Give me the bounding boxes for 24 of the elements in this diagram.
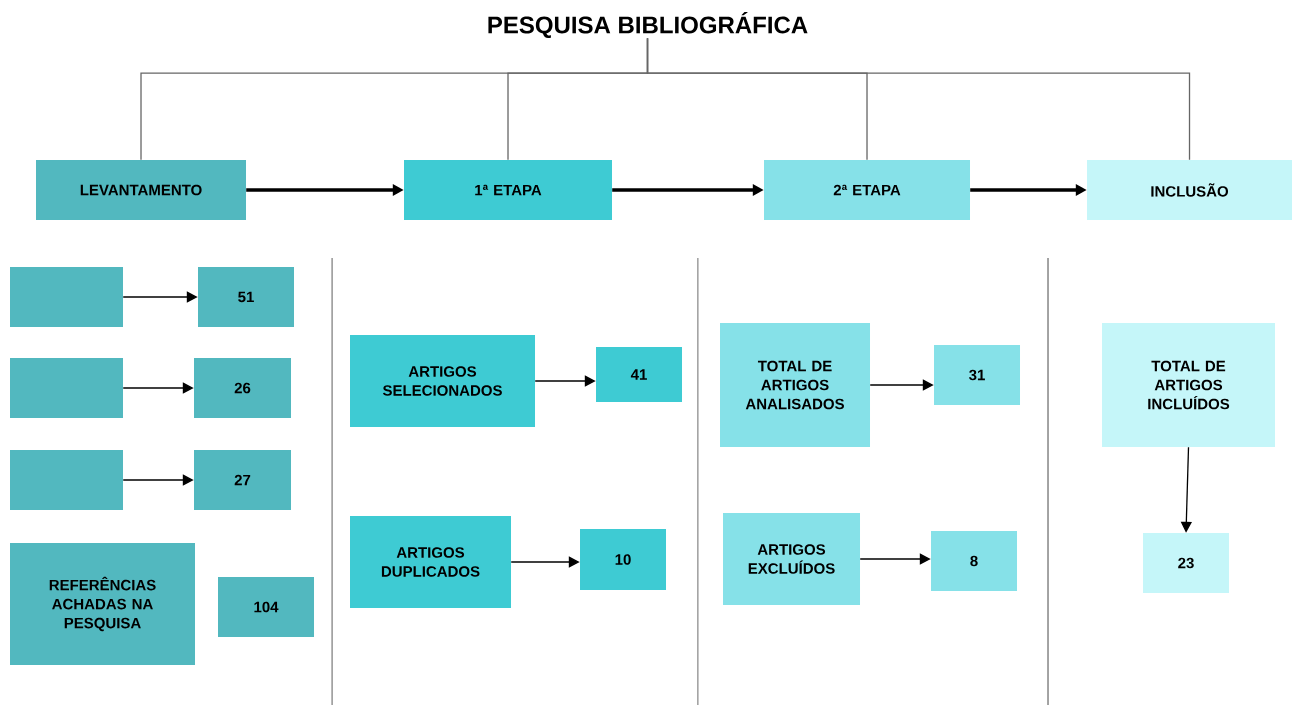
stage-box: LEVANTAMENTO	[36, 160, 246, 220]
source-box	[10, 450, 123, 510]
stage-box: 1ª ETAPA	[404, 160, 612, 220]
process-box: ARTIGOS DUPLICADOS	[350, 516, 511, 608]
process-box: ARTIGOS EXCLUÍDOS	[723, 513, 860, 605]
count-box: 23	[1143, 533, 1229, 593]
source-box	[10, 267, 123, 327]
stage-box: INCLUSÃO	[1087, 160, 1292, 220]
count-box: 26	[194, 358, 291, 418]
connector-line	[646, 37, 1191, 161]
stage-box: 2ª ETAPA	[764, 160, 970, 220]
source-box	[10, 358, 123, 418]
title: PESQUISA BIBLIOGRÁFICA	[488, 12, 808, 38]
count-box: 51	[198, 267, 294, 327]
count-box: 27	[194, 450, 291, 510]
count-box: 31	[934, 345, 1020, 405]
process-box: TOTAL DE ARTIGOS ANALISADOS	[720, 323, 870, 447]
process-box: REFERÊNCIAS ACHADAS NA PESQUISA	[10, 543, 195, 665]
count-box: 104	[218, 577, 314, 637]
process-box: ARTIGOS SELECIONADOS	[350, 335, 535, 427]
process-box: TOTAL DE ARTIGOS INCLUÍDOS	[1102, 323, 1275, 447]
count-box: 10	[580, 529, 666, 590]
count-box: 8	[931, 531, 1017, 591]
count-box: 41	[596, 347, 682, 402]
